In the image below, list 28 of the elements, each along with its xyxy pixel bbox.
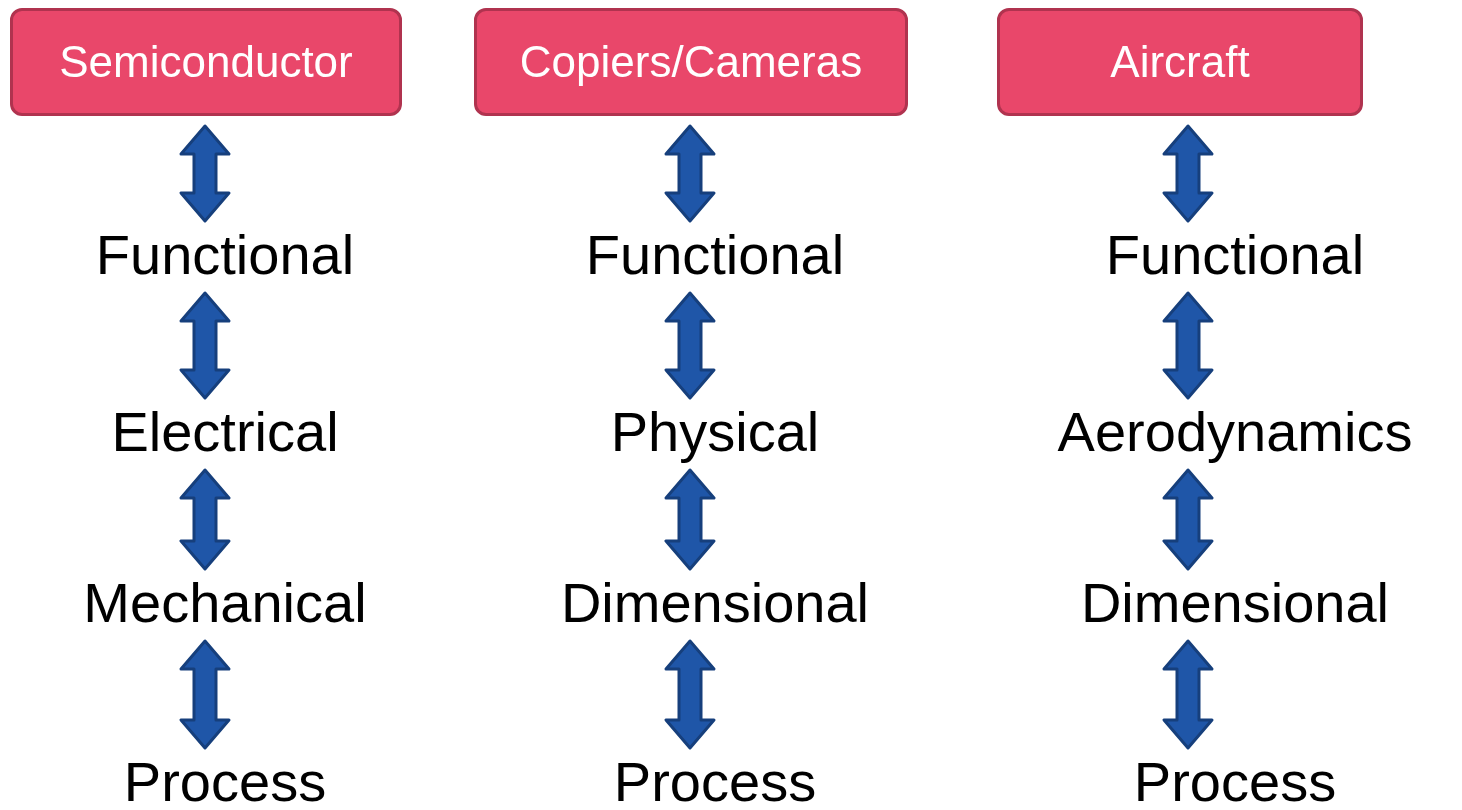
double-arrow [1162, 291, 1214, 400]
category-box [474, 8, 908, 116]
category-label: Semiconductor [59, 40, 353, 84]
double-arrow [664, 124, 716, 223]
level-label: Functional [95, 227, 355, 283]
double-arrow [179, 124, 231, 223]
level-label: Process [613, 754, 817, 810]
level-label: Functional [585, 227, 845, 283]
level-label: Mechanical [83, 575, 367, 631]
level-label: Process [123, 754, 327, 810]
double-arrow [664, 291, 716, 400]
level-label: Electrical [111, 404, 339, 460]
double-arrow [1162, 639, 1214, 750]
double-arrow [664, 639, 716, 750]
category-label: Aircraft [1110, 40, 1250, 84]
level-label: Functional [1105, 227, 1365, 283]
double-arrow [179, 639, 231, 750]
double-arrow [1162, 124, 1214, 223]
level-label: Process [1133, 754, 1337, 810]
level-label: Dimensional [1080, 575, 1390, 631]
double-arrow [664, 468, 716, 571]
double-arrow [1162, 468, 1214, 571]
double-arrow [179, 291, 231, 400]
double-arrow [179, 468, 231, 571]
level-label: Dimensional [560, 575, 870, 631]
category-box [997, 8, 1363, 116]
category-box [10, 8, 402, 116]
category-label: Copiers/Cameras [519, 40, 863, 84]
